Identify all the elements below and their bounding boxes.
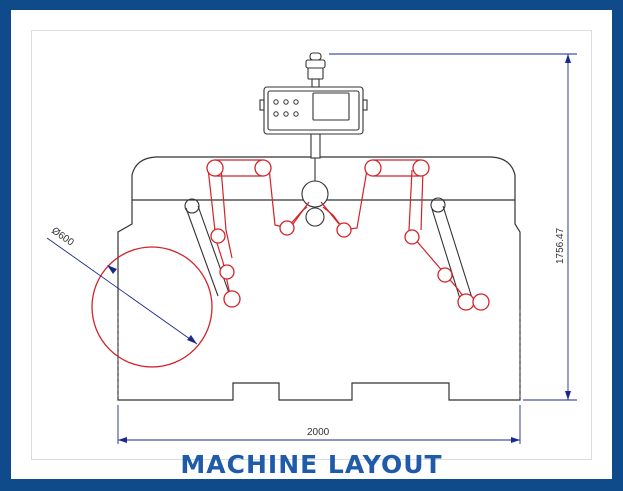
roller — [437, 267, 453, 283]
roller — [279, 220, 295, 236]
control-box-inner — [267, 90, 360, 131]
diameter-leader — [46, 237, 198, 345]
roller — [223, 290, 241, 308]
beacon-light-icon — [305, 52, 326, 88]
roller — [336, 222, 352, 238]
machine-drawing: Ø600 1756.47 2000 — [46, 52, 577, 444]
control-buttons — [273, 99, 299, 117]
width-label: 2000 — [307, 427, 330, 438]
roller — [206, 159, 224, 177]
roller — [254, 159, 272, 177]
height-dimension — [329, 53, 577, 401]
diameter-label: Ø600 — [49, 225, 76, 248]
roller — [210, 228, 226, 244]
rollers — [206, 159, 490, 311]
roller — [404, 229, 420, 245]
central-dancer — [301, 158, 329, 227]
drawing-panel: Ø600 1756.47 2000 MACHINE LAYOUT — [11, 10, 612, 479]
side-guides — [117, 310, 521, 398]
roller — [219, 264, 235, 280]
right-arm — [430, 197, 473, 303]
machine-outline — [117, 156, 521, 401]
control-mast — [310, 133, 321, 159]
width-dimension — [117, 405, 521, 444]
roller — [457, 293, 475, 311]
height-label: 1756.47 — [555, 227, 566, 264]
roller — [472, 293, 490, 311]
material-roll — [46, 237, 213, 368]
roller — [412, 159, 430, 177]
page-title: MACHINE LAYOUT — [180, 450, 443, 479]
control-screen — [312, 92, 350, 121]
control-panel-icon — [259, 86, 368, 159]
roller — [364, 159, 382, 177]
